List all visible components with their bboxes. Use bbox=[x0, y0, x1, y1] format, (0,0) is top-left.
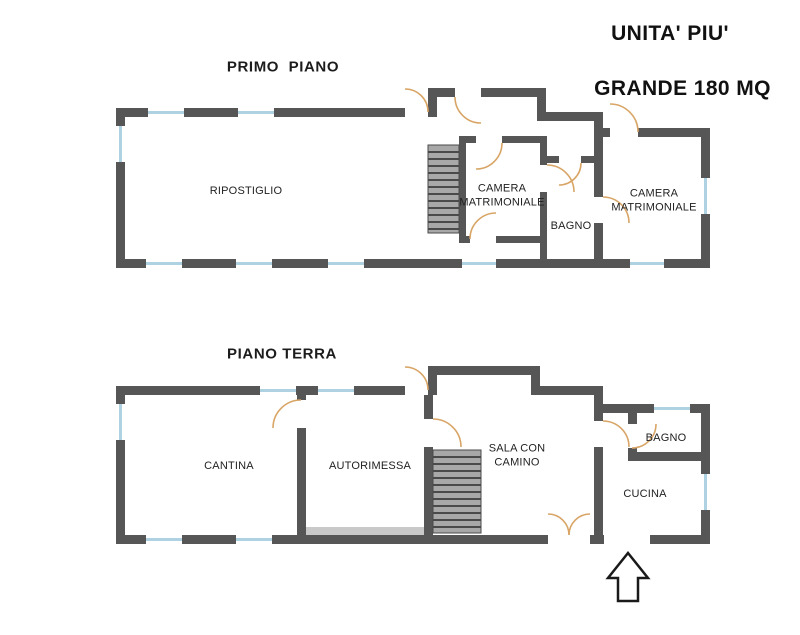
room-label-camera-matrimoniale-1: CAMERA MATRIMONIALE bbox=[459, 182, 545, 209]
garage-door-icon bbox=[306, 527, 424, 535]
primo-piano-plan bbox=[116, 88, 710, 268]
piano-terra-windows bbox=[116, 386, 710, 544]
primo-piano-stairs-icon bbox=[427, 144, 460, 234]
room-label-ripostiglio: RIPOSTIGLIO bbox=[209, 184, 283, 197]
piano-terra-stairs-icon bbox=[432, 449, 482, 534]
primo-piano-windows bbox=[116, 108, 710, 268]
primo-piano-door-arcs bbox=[404, 88, 639, 240]
room-label-bagno-primo-piano: BAGNO bbox=[550, 219, 592, 232]
room-label-camera-matrimoniale-2: CAMERA MATRIMONIALE bbox=[611, 187, 697, 214]
piano-terra-plan bbox=[116, 366, 710, 544]
entrance-arrow-icon bbox=[605, 550, 651, 603]
piano-terra-walls bbox=[116, 366, 710, 544]
floor-title-primo-piano: PRIMO PIANO bbox=[226, 58, 340, 76]
main-title: UNITA' PIU' GRANDE 180 MQ bbox=[569, 20, 771, 131]
room-label-cucina: CUCINA bbox=[623, 487, 667, 500]
main-title-line2: GRANDE 180 MQ bbox=[594, 77, 771, 101]
main-title-line1: UNITA' PIU' bbox=[611, 22, 729, 45]
floor-title-piano-terra: PIANO TERRA bbox=[227, 345, 337, 363]
piano-terra-door-arcs bbox=[272, 366, 657, 536]
room-label-autorimessa: AUTORIMESSA bbox=[328, 459, 412, 472]
room-label-cantina: CANTINA bbox=[204, 459, 254, 472]
room-label-sala-con-camino: SALA CON CAMINO bbox=[488, 442, 546, 469]
room-label-bagno-piano-terra: BAGNO bbox=[645, 431, 687, 444]
